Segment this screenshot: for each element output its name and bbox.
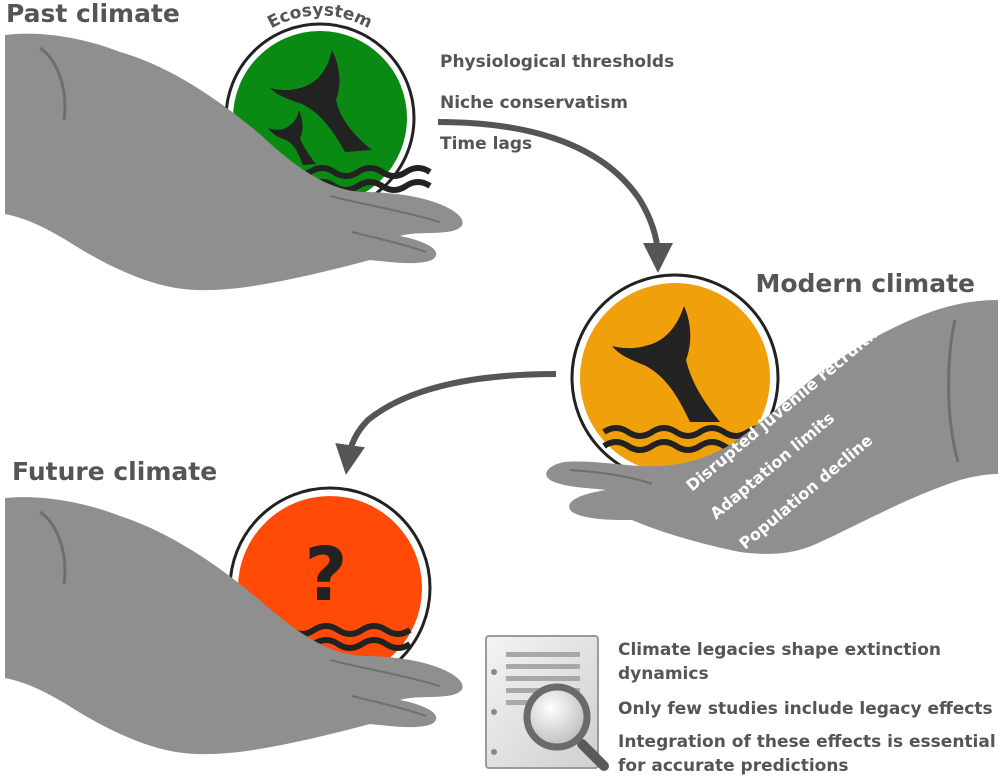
modern-hand (546, 300, 998, 554)
past-section: Past climate Ecosystem Physiol (5, 0, 674, 291)
conclusions-section: Climate legacies shape extinction dynami… (485, 635, 1000, 776)
past-factor-3: Time lags (440, 134, 532, 154)
conclusion-2: Only few studies include legacy effects (618, 699, 993, 719)
conclusion-3: Integration of these effects is essentia… (618, 732, 1000, 776)
modern-section: Modern climate Disrupted juvenile recrui… (546, 269, 998, 554)
question-mark-icon: ? (305, 532, 348, 618)
arrow-past-to-modern (437, 119, 673, 273)
future-section: Future climate ? (5, 457, 463, 755)
future-title: Future climate (12, 457, 217, 486)
modern-ecosystem (570, 273, 780, 483)
modern-title: Modern climate (755, 269, 975, 298)
conclusion-1: Climate legacies shape extinction dynami… (618, 640, 947, 684)
past-hand (5, 33, 463, 291)
document-magnifier-icon (485, 635, 609, 771)
past-title: Past climate (6, 0, 180, 28)
past-factor-1: Physiological thresholds (440, 52, 674, 72)
past-factor-2: Niche conservatism (440, 93, 628, 113)
future-hand (5, 497, 463, 755)
arrow-modern-to-future (335, 371, 557, 475)
